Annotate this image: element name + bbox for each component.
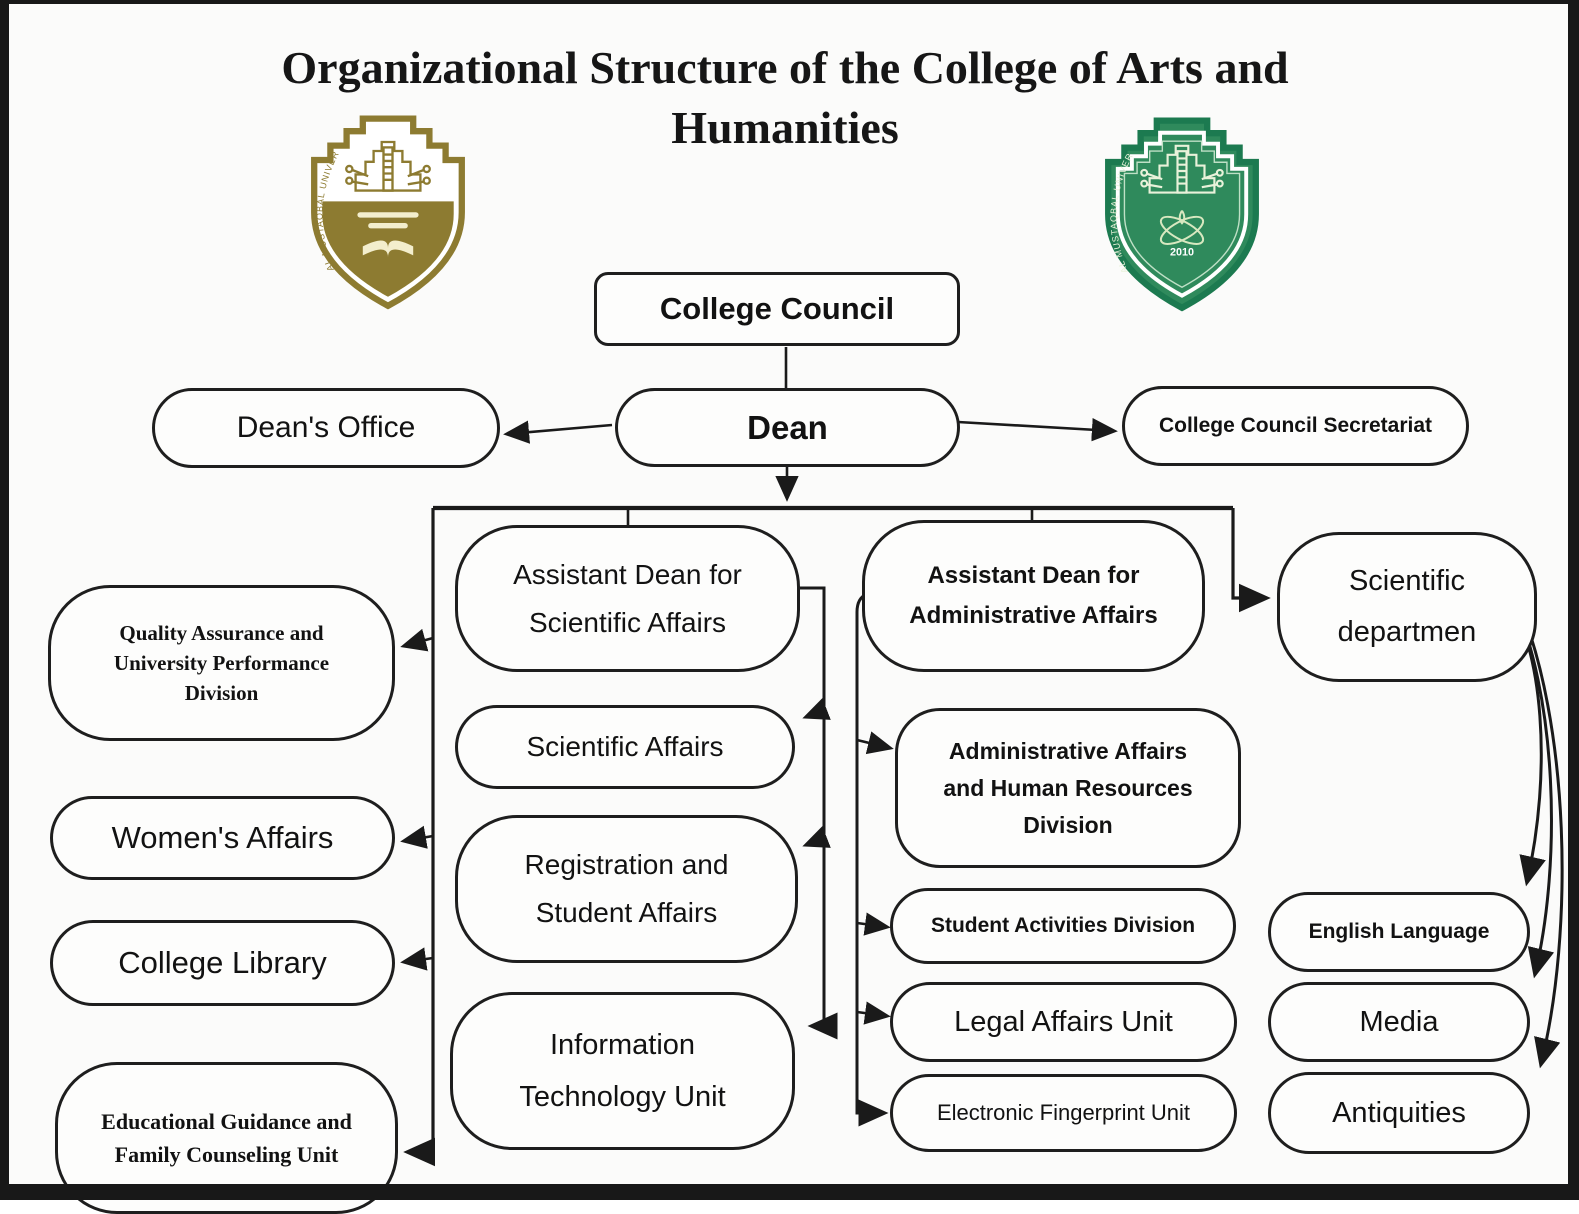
- arabic-band: [357, 212, 419, 229]
- edge-registration: [802, 826, 831, 848]
- node-assistant-dean-scientific: Assistant Dean for Scientific Affairs: [455, 525, 800, 672]
- frame-left: [0, 0, 9, 1200]
- node-electronic-fingerprint-unit: Electronic Fingerprint Unit: [890, 1074, 1237, 1152]
- ziggurat-icon: [345, 140, 431, 192]
- edge-student-activities: [856, 912, 891, 936]
- edge-dean-office: [503, 420, 613, 444]
- edge-scidept-antiquities: [1515, 598, 1564, 1069]
- node-antiquities: Antiquities: [1268, 1072, 1530, 1154]
- title-line-1: Organizational Structure of the College …: [281, 42, 1289, 93]
- node-womens-affairs: Women's Affairs: [50, 796, 395, 880]
- node-information-technology-unit: Information Technology Unit: [450, 992, 795, 1150]
- frame-right: [1568, 0, 1579, 1200]
- page-title: Organizational Structure of the College …: [190, 38, 1380, 158]
- open-book-icon: [362, 240, 414, 258]
- edge-spine-quality: [400, 628, 434, 652]
- frame-bottom: [0, 1184, 1579, 1200]
- edge-spine-library: [400, 947, 434, 971]
- node-assistant-dean-administrative: Assistant Dean for Administrative Affair…: [862, 520, 1205, 672]
- node-english-language: English Language: [1268, 892, 1530, 972]
- node-student-activities-division: Student Activities Division: [890, 888, 1236, 964]
- node-scientific-departments: Scientific departmen: [1277, 532, 1537, 682]
- node-legal-affairs-unit: Legal Affairs Unit: [890, 982, 1237, 1062]
- university-logo-green: 2010 AL MUSTAQBAL UNIVERSITY: [1092, 112, 1259, 312]
- edge-sci-affairs: [802, 698, 831, 720]
- frame-top: [0, 0, 1579, 4]
- node-media: Media: [1268, 982, 1530, 1062]
- node-college-council-secretariat: College Council Secretariat: [1122, 386, 1469, 466]
- node-deans-office: Dean's Office: [152, 388, 500, 468]
- node-registration-student-affairs: Registration and Student Affairs: [455, 815, 798, 963]
- edge-dean-scidept: [1231, 508, 1271, 613]
- edge-admin-hr: [856, 731, 894, 755]
- ziggurat-icon: [1140, 144, 1224, 194]
- atom-icon: [1159, 210, 1205, 245]
- node-scientific-affairs: Scientific Affairs: [455, 705, 795, 789]
- title-line-2: Humanities: [671, 102, 899, 153]
- left-spine: [403, 508, 436, 1167]
- node-college-library: College Library: [50, 920, 395, 1006]
- node-quality-assurance: Quality Assurance and University Perform…: [48, 585, 395, 741]
- edge-spine-womens: [400, 825, 434, 849]
- midright-spine: [855, 592, 889, 1127]
- node-administrative-hr-division: Administrative Affairs and Human Resourc…: [895, 708, 1241, 868]
- edge-dean-secretariat: [957, 418, 1118, 442]
- node-college-council: College Council: [594, 272, 960, 346]
- edge-legal: [856, 1001, 891, 1025]
- logo-year: 2010: [1170, 247, 1194, 259]
- university-logo-gold: AL MUSTAQBAL UNIVERSITY: [298, 110, 465, 310]
- midleft-spine: [799, 586, 838, 1040]
- node-dean: Dean: [615, 388, 960, 467]
